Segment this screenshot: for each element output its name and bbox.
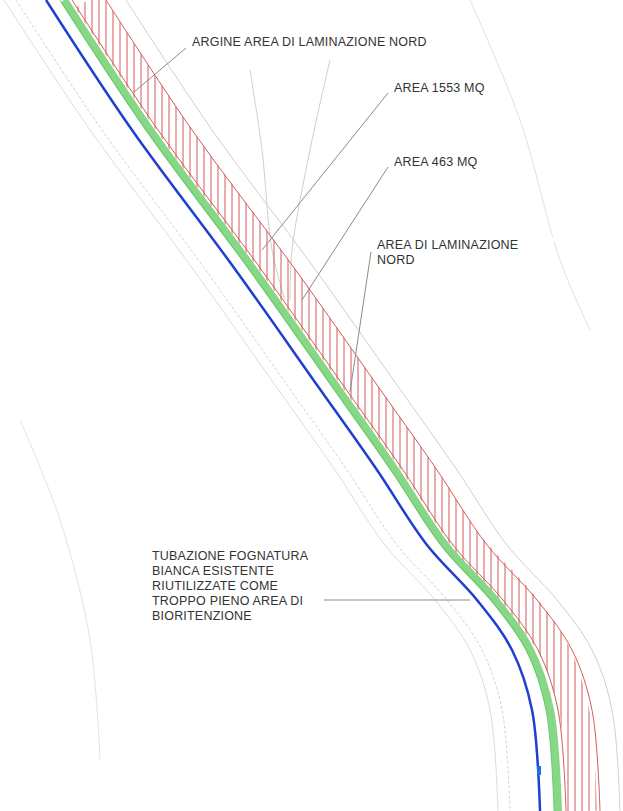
sewer-pipe: [46, 0, 540, 811]
road-edge: [4, 0, 498, 811]
leader-line: [302, 167, 388, 300]
leader-line: [262, 93, 388, 250]
callout-label: AREA 463 MQ: [392, 154, 480, 171]
callout-label: AREA DI LAMINAZIONE NORD: [375, 237, 554, 269]
leader-line: [350, 252, 371, 392]
embankment-edge: [60, 0, 554, 811]
contour-line: [470, 0, 590, 330]
outlet-marker: [537, 766, 541, 775]
road-edge: [16, 0, 510, 811]
contour-line: [290, 60, 330, 300]
leader-line: [324, 600, 470, 601]
callout-label: AREA 1553 MQ: [392, 80, 487, 97]
callout-label: ARGINE AREA DI LAMINAZIONE NORD: [190, 34, 429, 51]
embankment-strip: [64, 0, 558, 811]
callout-label: TUBAZIONE FOGNATURA BIANCA ESISTENTE RIU…: [150, 548, 322, 625]
hatched-area: [88, 0, 582, 811]
contour-line: [20, 420, 100, 760]
leader-line: [134, 48, 186, 92]
